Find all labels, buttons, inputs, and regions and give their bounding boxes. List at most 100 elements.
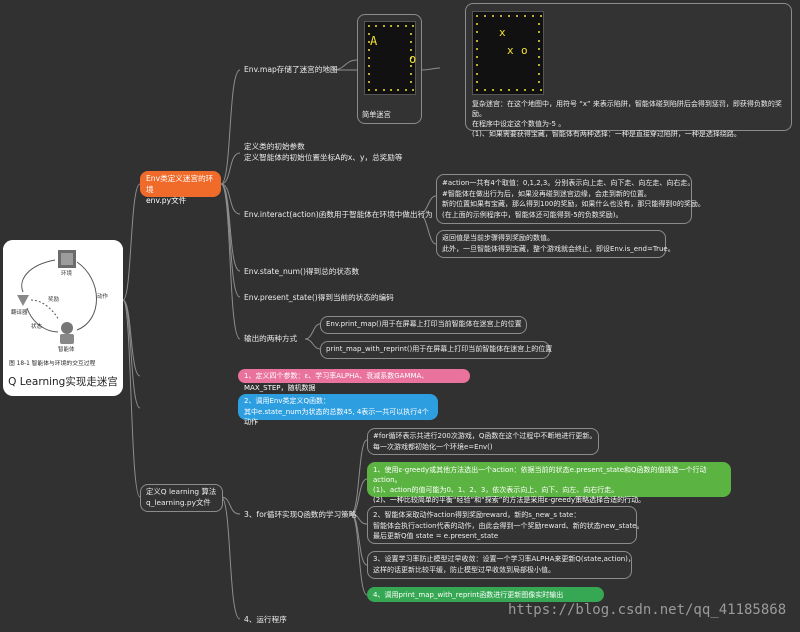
define-q-function-node[interactable]: 2、调用Env类定义Q函数： 其中e.state_num为状态的总数45, 4表… <box>238 394 438 426</box>
q-learning-node[interactable]: 定义Q learning 算法 q_learning.py文件 <box>140 484 223 512</box>
interact-return-box[interactable]: 返回值是当前步骤得到奖励的数值。 此外，一旦智能体得到宝藏，整个游戏就会终止，即… <box>436 230 675 258</box>
complex-maze-note: 复杂迷宫：在这个地图中，用符号 “x” 来表示陷阱，智能体碰到陷阱后会得到惩罚，… <box>472 99 787 139</box>
reprint-output-node[interactable]: 4、调用print_map_with_reprint函数进行更新图像实时输出 <box>367 587 604 602</box>
maze-wall-dot <box>410 33 412 35</box>
maze-wall-dot <box>538 72 540 75</box>
reward-note-box[interactable]: 2、智能体采取动作action得到奖励reward，新的s_new_s tate… <box>367 506 644 544</box>
maze-wall-dot <box>410 81 412 83</box>
maze-wall-dot <box>368 25 370 27</box>
maze-wall-dot <box>368 65 370 67</box>
interact-node[interactable]: Env.interact(action)函数用于智能体在环境中做出行为 <box>244 210 433 219</box>
complex-note-line: 复杂迷宫：在这个地图中，用符号 “x” 来表示陷阱，智能体碰到陷阱后会得到惩罚，… <box>472 100 782 118</box>
epsilon-greedy-line: (1)、action的值可能为0、1、2、3，依次表示向上、向下、向左、向右行走… <box>373 486 619 494</box>
maze-wall-dot <box>538 39 540 42</box>
define-q-line: 2、调用Env类定义Q函数： <box>244 397 330 405</box>
maze-wall-dot <box>524 15 526 17</box>
maze-wall-dot <box>538 31 540 34</box>
present-state-node[interactable]: Env.present_state()得到当前的状态的编码 <box>244 293 394 302</box>
reward-note-text: 2、智能体采取动作action得到奖励reward，新的s_new_s tate… <box>373 510 644 542</box>
maze-wall-dot <box>500 89 502 91</box>
maze-cell: x <box>507 44 514 57</box>
maze-wall-dot <box>382 25 385 27</box>
maze-wall-dot <box>368 33 370 35</box>
maze-wall-dot <box>375 89 378 91</box>
print-map-reprint-box[interactable]: print_map_with_reprint()用于在屏幕上打印当前智能体在迷宫… <box>320 341 553 359</box>
maze-wall-dot <box>538 47 540 50</box>
learning-rate-note-box[interactable]: 3、设置学习率防止模型过早收敛：设置一个学习率ALPHA来更新Q(state,a… <box>367 551 635 579</box>
reward-note-line: 2、智能体采取动作action得到奖励reward，新的s_new_s tate… <box>373 511 581 519</box>
maze-wall-dot <box>404 25 407 27</box>
learning-rate-note-text: 3、设置学习率防止模型过早收敛：设置一个学习率ALPHA来更新Q(state,a… <box>373 554 635 575</box>
maze-wall-dot <box>368 41 370 43</box>
q-learning-title: 定义Q learning 算法 <box>146 487 217 496</box>
watermark: https://blog.csdn.net/qq_41185868 <box>508 602 787 618</box>
maze-wall-dot <box>476 39 478 42</box>
root-node[interactable]: 环境 动作 奖励 翻译器 状态 智能体 图 18-1 智能体与环境的交互过程 Q… <box>3 240 123 396</box>
learning-rate-note-line: 这样的话更新比较平缓，防止模型过早收敛到局部极小值。 <box>373 565 555 574</box>
init-node[interactable]: 定义类的初始参数 定义智能体的初始位置坐标A的x、y，总奖励等 <box>244 141 402 163</box>
maze-wall-dot <box>476 89 478 91</box>
maze-wall-dot <box>368 89 370 91</box>
interact-return-line: 此外，一旦智能体得到宝藏，整个游戏就会终止，即设Env.is_end=True。 <box>442 244 675 253</box>
loop-note-line: #for循环表示共进行200次游戏，Q函数在这个过程中不断地进行更新。 <box>373 432 597 440</box>
step3-node[interactable]: 3、for循环实现Q函数的学习策略 <box>244 510 357 519</box>
figure-label-env: 环境 <box>61 271 73 277</box>
reprint-output-text: 4、调用print_map_with_reprint函数进行更新图像实时输出 <box>373 591 564 599</box>
maze-wall-dot <box>516 15 518 17</box>
step4-node[interactable]: 4、运行程序 <box>244 615 287 624</box>
maze-wall-dot <box>375 25 378 27</box>
maze-wall-dot <box>390 89 392 91</box>
maze-wall-dot <box>404 89 407 91</box>
maze-wall-dot <box>410 41 412 43</box>
maze-wall-dot <box>390 25 392 27</box>
simple-maze-caption: 简单迷宫 <box>362 110 391 119</box>
interact-return-line: 返回值是当前步骤得到奖励的数值。 <box>442 234 554 242</box>
maze-wall-dot <box>538 80 540 83</box>
maze-wall-dot <box>492 89 494 91</box>
interact-return-text: 返回值是当前步骤得到奖励的数值。 此外，一旦智能体得到宝藏，整个游戏就会终止，即… <box>442 233 675 254</box>
print-map-reprint-text: print_map_with_reprint()用于在屏幕上打印当前智能体在迷宫… <box>326 345 553 353</box>
init-line: 定义智能体的初始位置坐标A的x、y，总奖励等 <box>244 153 403 162</box>
maze-cell: x <box>499 26 506 39</box>
epsilon-greedy-line: 1、使用ε-greedy或其他方法选出一个action：依据当前的状态e.pre… <box>373 466 707 484</box>
maze-wall-dot <box>524 89 526 91</box>
define-params-text: 1、定义四个参数：ε、学习率ALPHA、衰减系数GAMMA、MAX_STEP，随… <box>244 372 429 392</box>
interact-note-line: #action一共有4个取值：0,1,2,3。分别表示向上走、向下走、向左走、向… <box>442 179 695 187</box>
env-map-node[interactable]: Env.map存储了迷宫的地图 <box>244 65 338 74</box>
maze-wall-dot <box>532 15 534 17</box>
complex-note-line: (1)、如果需要获得宝藏，智能体有两种选择：一种是直接穿过陷阱，一种是选择绕路。 <box>472 130 741 138</box>
maze-cell: o <box>521 44 528 57</box>
maze-wall-dot <box>508 89 510 91</box>
interact-note-line: 新的位置如果有宝藏，那么得到100的奖励，如果什么也没有，那只能得到0的奖励。 <box>442 200 705 208</box>
env-class-node[interactable]: Env类定义迷宫的环境 env.py文件 <box>140 171 221 205</box>
state-num-node[interactable]: Env.state_num()得到总的状态数 <box>244 267 360 276</box>
loop-note-box[interactable]: #for循环表示共进行200次游戏，Q函数在这个过程中不断地进行更新。 每一次游… <box>367 428 599 455</box>
maze-wall-dot <box>532 89 534 91</box>
q-learning-file: q_learning.py文件 <box>146 497 211 507</box>
maze-wall-dot <box>397 25 400 27</box>
maze-wall-dot <box>476 64 478 67</box>
output-methods-node[interactable]: 输出的两种方式 <box>244 334 298 343</box>
maze-wall-dot <box>476 23 478 26</box>
maze-wall-dot <box>368 49 370 51</box>
maze-wall-dot <box>410 57 412 59</box>
maze-wall-dot <box>492 15 494 17</box>
define-params-node[interactable]: 1、定义四个参数：ε、学习率ALPHA、衰减系数GAMMA、MAX_STEP，随… <box>238 369 470 392</box>
maze-wall-dot <box>476 15 478 17</box>
env-class-title: Env类定义迷宫的环境 <box>146 174 214 194</box>
q-learning-label: 定义Q learning 算法 q_learning.py文件 <box>146 487 216 508</box>
maze-wall-dot <box>368 81 370 83</box>
loop-note-line: 每一次游戏都初始化一个环境e=Env() <box>373 442 493 451</box>
print-map-box[interactable]: Env.print_map()用于在屏幕上打印当前智能体在迷宫上的位置 <box>320 316 527 334</box>
env-class-file: env.py文件 <box>146 196 187 205</box>
maze-wall-dot <box>410 49 412 51</box>
maze-wall-dot <box>484 15 486 17</box>
figure-label-action: 动作 <box>97 294 109 300</box>
epsilon-greedy-line: (2)、一种比较简单的平衡“经验”和“探索”的方法是采用ε-greedy策略选择… <box>373 496 646 504</box>
maze-wall-dot <box>410 73 412 75</box>
interact-note-box[interactable]: #action一共有4个取值：0,1,2,3。分别表示向上走、向下走、向左走、向… <box>436 174 705 224</box>
epsilon-greedy-node[interactable]: 1、使用ε-greedy或其他方法选出一个action：依据当前的状态e.pre… <box>367 462 731 504</box>
